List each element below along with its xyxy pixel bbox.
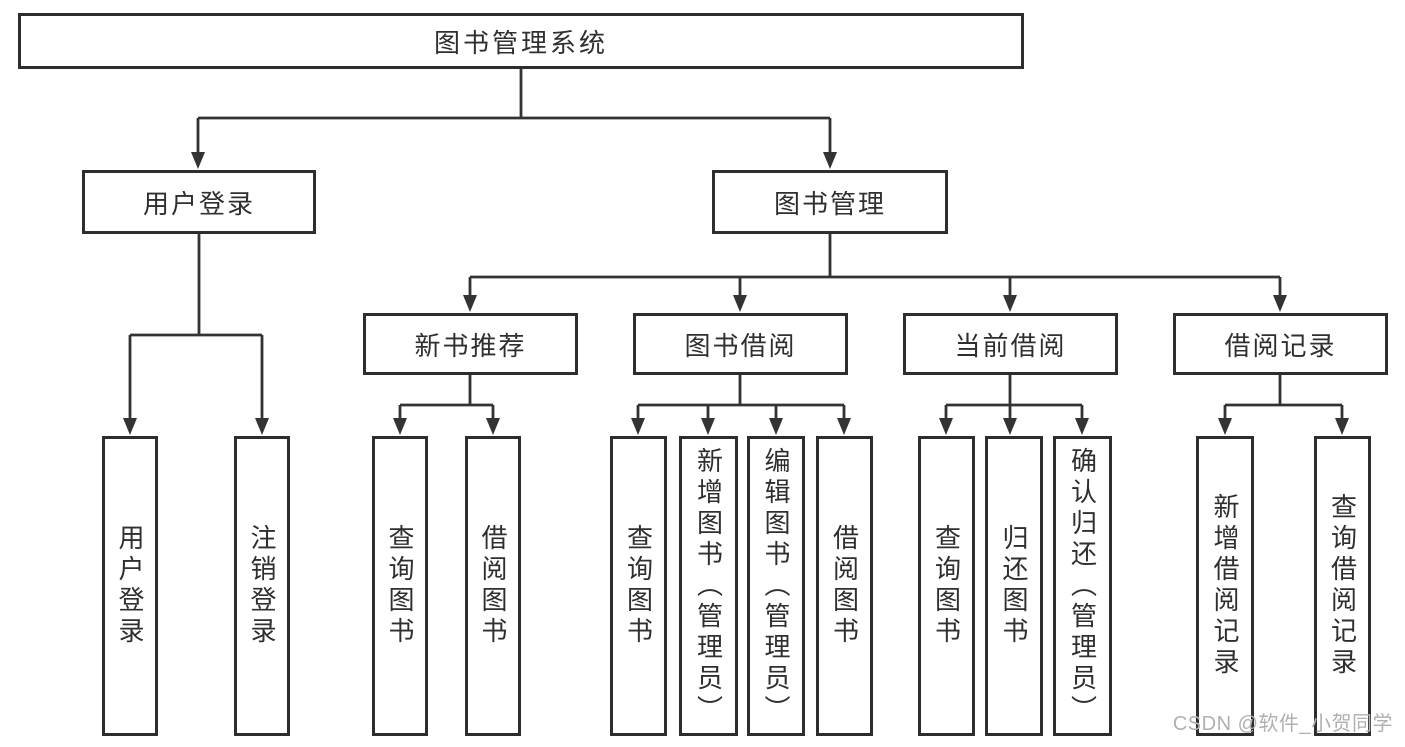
node-book-borrowing: 图书借阅 [633, 313, 848, 375]
leaf-logout: 注销登录 [234, 436, 290, 736]
connector-current-borrow-children [944, 375, 1084, 421]
arrow-down-icon [837, 418, 851, 435]
connector-user-login-children-arrows [123, 418, 269, 435]
arrow-down-icon [733, 295, 747, 312]
arrow-down-icon [1003, 418, 1017, 435]
arrow-down-icon [701, 418, 715, 435]
leaf-current-query-books: 查询图书 [918, 436, 975, 736]
connector-user-login-children [128, 234, 264, 421]
arrow-down-icon [823, 152, 837, 169]
leaf-borrow-add-books-admin: 新增图书（管理员） [679, 436, 738, 736]
connector-root-to-level2-arrows [191, 152, 837, 169]
leaf-borrow-edit-books-admin: 编辑图书（管理员） [747, 436, 805, 736]
node-user-login: 用户登录 [82, 170, 316, 234]
arrow-down-icon [1273, 295, 1287, 312]
leaf-borrow-query-books: 查询图书 [610, 436, 667, 736]
arrow-down-icon [939, 418, 953, 435]
connector-borrow-records-children-arrows [1218, 418, 1349, 435]
node-current-borrowing: 当前借阅 [903, 313, 1118, 375]
arrow-down-icon [631, 418, 645, 435]
watermark: CSDN @软件_小贺同学 [1172, 713, 1393, 735]
connector-book-borrow-children [636, 375, 846, 421]
leaf-records-add-record: 新增借阅记录 [1196, 436, 1254, 736]
leaf-user-login: 用户登录 [102, 436, 158, 736]
arrow-down-icon [463, 295, 477, 312]
connector-root-to-level2 [196, 69, 832, 155]
leaf-current-return-books: 归还图书 [985, 436, 1043, 736]
arrow-down-icon [1218, 418, 1232, 435]
node-library-system: 图书管理系统 [18, 13, 1024, 69]
leaf-records-query-record: 查询借阅记录 [1314, 436, 1371, 736]
arrow-down-icon [486, 418, 500, 435]
connector-new-book-children [398, 375, 495, 421]
connector-new-book-children-arrows [393, 418, 500, 435]
leaf-current-confirm-return-admin: 确认归还（管理员） [1053, 436, 1112, 736]
arrow-down-icon [1003, 295, 1017, 312]
connector-book-management-level3 [468, 234, 1282, 298]
leaf-borrow-borrow-books: 借阅图书 [816, 436, 873, 736]
arrow-down-icon [769, 418, 783, 435]
connector-book-borrow-children-arrows [631, 418, 851, 435]
arrow-down-icon [393, 418, 407, 435]
connector-borrow-records-children [1223, 375, 1344, 421]
arrow-down-icon [1075, 418, 1089, 435]
leaf-recommend-query-books: 查询图书 [372, 436, 428, 736]
arrow-down-icon [255, 418, 269, 435]
leaf-recommend-borrow-books: 借阅图书 [465, 436, 521, 736]
node-book-management: 图书管理 [712, 170, 948, 234]
arrow-down-icon [1335, 418, 1349, 435]
node-borrowing-records: 借阅记录 [1173, 313, 1388, 375]
arrow-down-icon [191, 152, 205, 169]
connector-current-borrow-children-arrows [939, 418, 1089, 435]
connector-book-management-level3-arrows [463, 295, 1287, 312]
arrow-down-icon [123, 418, 137, 435]
node-new-book-recommendation: 新书推荐 [363, 313, 578, 375]
